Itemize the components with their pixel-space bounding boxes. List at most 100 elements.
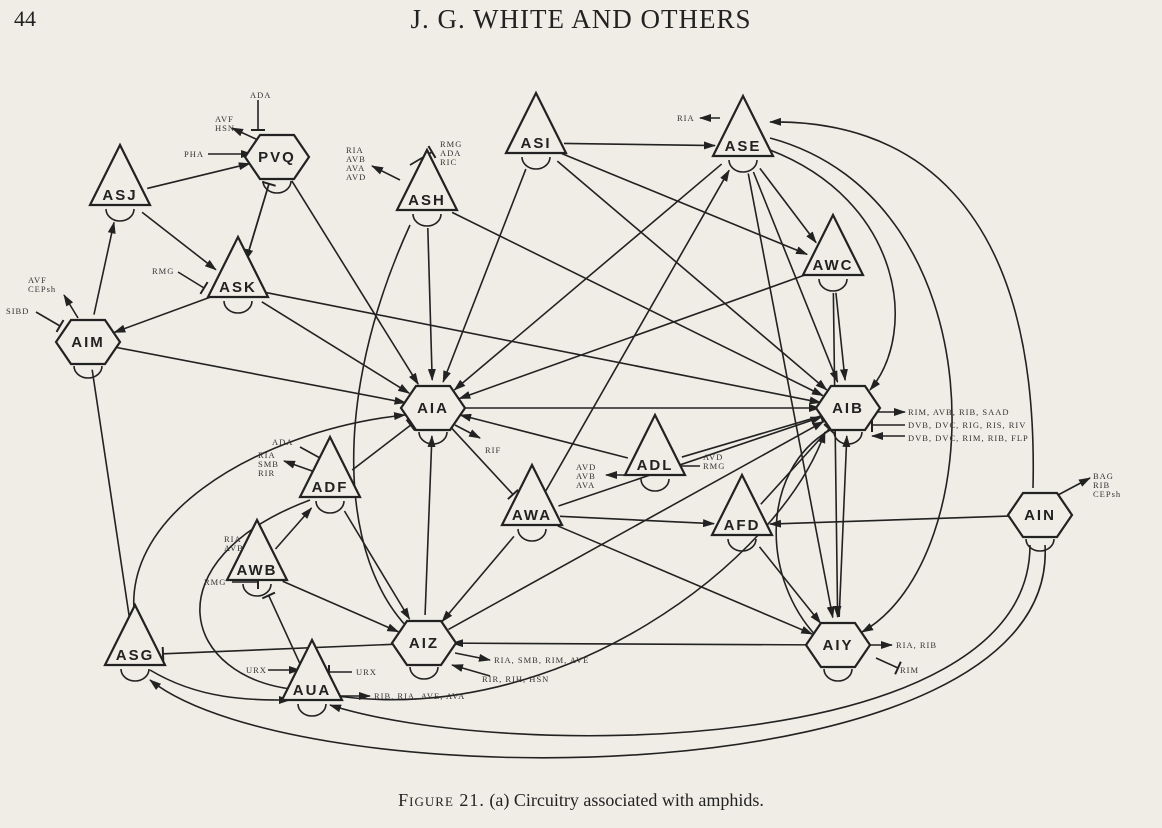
- edge-sibd-aim: [35, 311, 65, 333]
- node-awb: AWB: [225, 517, 289, 597]
- node-asg: ASG: [103, 602, 167, 682]
- label-adl-out-1: AVD: [576, 462, 596, 472]
- edge-afd-aiy: [758, 546, 822, 624]
- edge-aia-rif: [454, 424, 481, 439]
- edge-awa-aib: [558, 416, 823, 507]
- triangle-shape: [801, 212, 865, 277]
- edge-ash-aib: [451, 211, 824, 397]
- gap-junction-icon: [521, 156, 551, 170]
- node-label: AWB: [237, 562, 278, 579]
- label-ain-out-1: BAG: [1093, 471, 1114, 481]
- edge-adl-aia: [459, 413, 629, 459]
- self-connection-icon: [833, 431, 863, 445]
- label-ash-in-3: RIC: [440, 157, 457, 167]
- edge-awb-aiz: [282, 580, 400, 633]
- edge-adf-ada: [299, 446, 325, 465]
- gap-junction-icon: [223, 300, 253, 314]
- edges: [91, 141, 1013, 665]
- node-label: AIY: [822, 637, 853, 654]
- node-label: ASI: [520, 135, 551, 152]
- running-head: J. G. WHITE AND OTHERS: [410, 4, 752, 34]
- edge-ask-aim: [113, 295, 212, 334]
- edge-aiz-aib: [448, 420, 825, 631]
- triangle-shape: [225, 517, 289, 582]
- edge-asi-aia: [442, 168, 527, 383]
- node-ash: ASH: [395, 147, 459, 227]
- node-aiz: AIZ: [390, 619, 458, 680]
- edge-ase-aiy-arc: [769, 137, 953, 633]
- label-ash-in-2: ADA: [440, 148, 461, 158]
- self-connection-icon: [73, 365, 103, 379]
- edge-awc-aiy: [832, 292, 842, 619]
- node-aim: AIM: [54, 318, 122, 379]
- edge-pvq-avf: [231, 127, 259, 141]
- triangle-shape: [298, 434, 362, 499]
- label-aua-out: RIB, RIA, AVE, AVA: [374, 691, 465, 701]
- triangle-shape: [280, 637, 344, 702]
- label-awb-out-1: RIA: [224, 534, 242, 544]
- gap-junction-icon: [818, 278, 848, 292]
- gap-junction-icon: [640, 478, 670, 492]
- label-adl-in-2: RMG: [703, 461, 725, 471]
- external-labels: ADA AVF HSN PHA RMG AVF CEPsh SIBD RIA A…: [6, 90, 1120, 701]
- gap-junction-icon: [412, 213, 442, 227]
- label-ash-out-2: AVB: [346, 154, 366, 164]
- label-adf-in: ADA: [272, 437, 293, 447]
- edge-ain-afd: [768, 515, 1013, 528]
- node-label: PVQ: [258, 149, 296, 166]
- node-label: AWA: [512, 507, 552, 524]
- label-aiz-in: RIR, RIH, HSN: [482, 674, 549, 684]
- label-adf-out-1: RIA: [258, 450, 276, 460]
- node-label: AIN: [1024, 507, 1056, 524]
- node-asi: ASI: [504, 90, 568, 170]
- node-pvq: PVQ: [243, 133, 311, 194]
- edge-aim-asj: [93, 221, 116, 315]
- hexagon-shape: [54, 318, 122, 366]
- label-pvq-out-1: AVF: [215, 114, 234, 124]
- edge-ase-aib-arc: [769, 149, 896, 391]
- edge-afd-aib: [760, 423, 836, 505]
- edge-aiz-aia: [424, 434, 436, 616]
- self-connection-icon: [1025, 538, 1055, 552]
- node-label: ASG: [116, 647, 155, 664]
- label-pvq-out-2: HSN: [215, 123, 235, 133]
- edge-asi-aib: [556, 160, 828, 391]
- node-label: ASH: [408, 192, 446, 209]
- node-aia: AIA: [399, 384, 467, 445]
- label-aib-out-3: DVB, DVC, RIM, RIB, FLP: [908, 433, 1029, 443]
- node-label: AUA: [293, 682, 332, 699]
- self-connection-icon: [262, 180, 292, 194]
- node-asj: ASJ: [88, 142, 152, 222]
- label-aiy-out: RIA, RIB: [896, 640, 937, 650]
- node-awc: AWC: [801, 212, 865, 292]
- edge-awa-ase: [545, 169, 730, 492]
- label-ash-in-1: RMG: [440, 139, 462, 149]
- hexagon-shape: [399, 384, 467, 432]
- edge-asg-aua: [149, 669, 291, 704]
- self-connection-icon: [409, 666, 439, 680]
- node-label: AIZ: [409, 635, 439, 652]
- edge-ain-aua: [329, 544, 1031, 737]
- edge-aim-avf: [63, 294, 79, 319]
- gap-junction-icon: [297, 703, 327, 717]
- label-aua-in: URX: [246, 665, 267, 675]
- edge-aim-asg: [91, 369, 138, 630]
- edge-aiy-aiz: [450, 639, 811, 648]
- label-aim-out-2: CEPsh: [28, 284, 56, 294]
- hexagon-shape: [390, 619, 458, 667]
- node-adl: ADL: [623, 412, 687, 492]
- triangle-shape: [711, 93, 775, 158]
- label-aiz-out: RIA, SMB, RIM, AVE: [494, 655, 589, 665]
- hexagon-shape: [243, 133, 311, 181]
- edge-adf-aiz: [343, 510, 411, 620]
- edge-ask-pvq: [245, 180, 276, 261]
- label-adl-out-2: AVB: [576, 471, 596, 481]
- node-awa: AWA: [500, 462, 564, 542]
- gap-junction-icon: [242, 583, 272, 597]
- node-label: AWC: [813, 257, 854, 274]
- label-adf-out-3: RIR: [258, 468, 275, 478]
- node-afd: AFD: [710, 472, 774, 552]
- edge-adf-aia: [351, 418, 416, 471]
